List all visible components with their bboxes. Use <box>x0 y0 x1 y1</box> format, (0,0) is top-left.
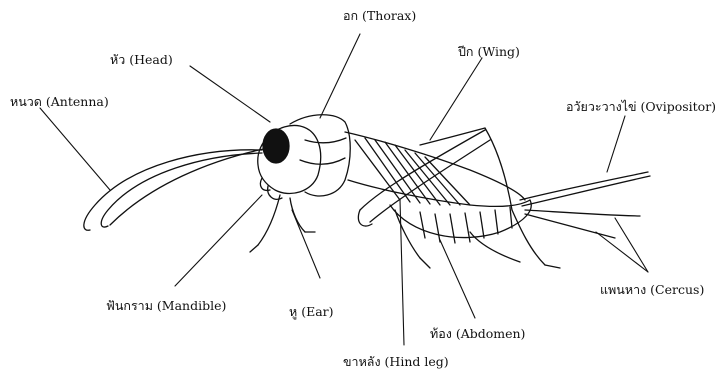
cerci <box>525 210 640 238</box>
label-hind-leg: ขาหลัง (Hind leg) <box>343 356 449 369</box>
ear-pointer <box>292 210 320 278</box>
label-thorax: อก (Thorax) <box>343 10 416 23</box>
label-abdomen: ท้อง (Abdomen) <box>430 328 525 341</box>
label-ear: หู (Ear) <box>289 306 334 319</box>
abdomen <box>390 200 531 243</box>
antenna-pointer <box>40 108 110 190</box>
thorax-pointer <box>320 34 360 118</box>
label-head: หัว (Head) <box>110 54 173 67</box>
label-ovipositor: อวัยวะวางไข่ (Ovipositor) <box>566 101 716 114</box>
cerci-pointer-a <box>615 218 648 272</box>
compound-eye <box>263 129 289 163</box>
label-mandible: ฟันกราม (Mandible) <box>106 300 226 313</box>
middle-legs <box>395 210 520 268</box>
hind-leg-pointer <box>400 200 404 345</box>
label-wing: ปีก (Wing) <box>458 46 520 59</box>
head-pointer <box>190 66 270 122</box>
cerci-pointer-b <box>596 232 648 272</box>
wing-pointer <box>430 58 482 140</box>
ovipositor <box>520 172 650 206</box>
mandible-pointer <box>175 195 262 286</box>
ovipositor-pointer <box>607 116 625 172</box>
abdomen-pointer <box>440 240 475 318</box>
head <box>258 125 321 199</box>
label-antenna: หนวด (Antenna) <box>10 96 109 109</box>
label-cerci: แพนหาง (Cercus) <box>600 284 704 297</box>
